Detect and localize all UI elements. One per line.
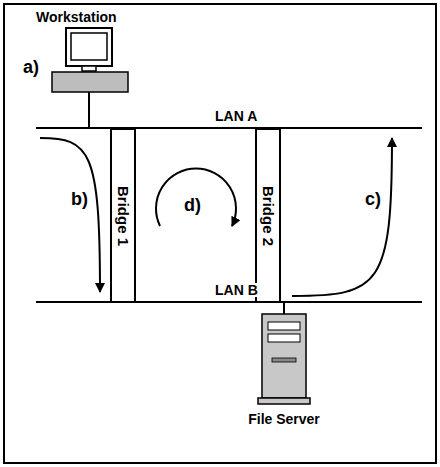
flow-arrow (40, 138, 100, 292)
network-name: LAN B (214, 283, 259, 297)
workstation-node: Workstation (36, 8, 117, 26)
node-label: File Server (248, 411, 320, 427)
server-icon (258, 302, 310, 404)
lan-line (36, 127, 422, 129)
node-label: Bridge 1 (115, 185, 132, 245)
workstation-icon (52, 28, 128, 128)
frame (4, 4, 436, 463)
callout-letter: a) (22, 58, 40, 76)
lan-line (36, 301, 422, 303)
node-label: Workstation (36, 9, 117, 25)
server-node: File Server (248, 410, 320, 428)
node-label: Bridge 2 (260, 185, 277, 245)
bridge-box: Bridge 2 (255, 128, 281, 303)
flow-arrow (292, 138, 392, 296)
loop-arrow (156, 169, 236, 226)
callout-letter: d) (183, 196, 202, 214)
bridge-box: Bridge 1 (110, 128, 136, 303)
network-name: LAN A (214, 109, 258, 123)
callout-letter: b) (70, 190, 89, 208)
callout-letter: c) (364, 190, 382, 208)
